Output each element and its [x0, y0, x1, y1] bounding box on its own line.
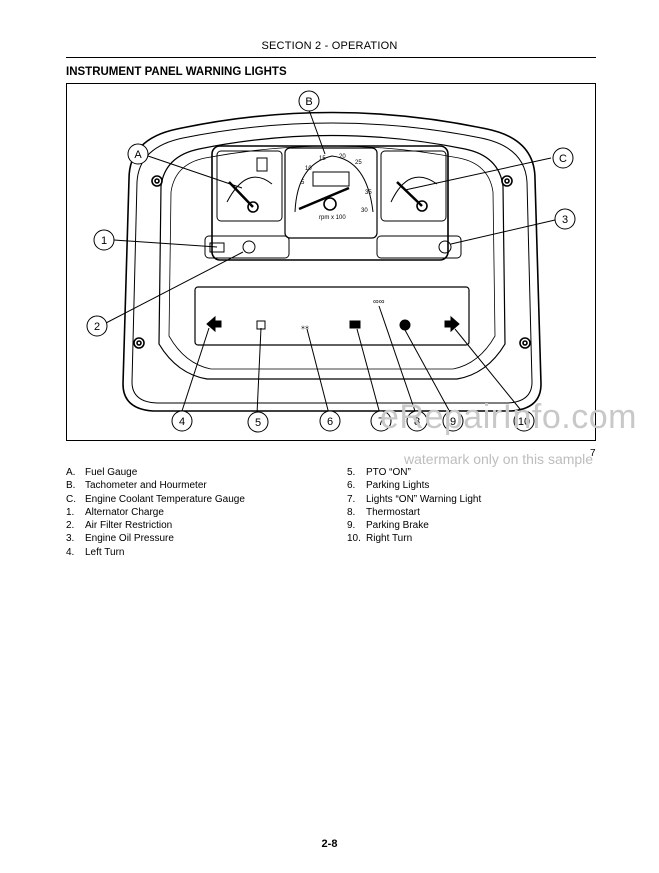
- callout-1-label: 1: [101, 235, 107, 247]
- legend-label: Thermostart: [366, 506, 420, 518]
- legend-item-2: 2. Air Filter Restriction: [66, 519, 245, 532]
- callout-6: [319, 410, 341, 432]
- legend-code: 7.: [347, 493, 356, 505]
- legend-code: 1.: [66, 506, 75, 518]
- legend-code: 10.: [347, 533, 361, 545]
- legend-item-9: 9. Parking Brake: [347, 519, 481, 532]
- legend-label: Air Filter Restriction: [85, 520, 173, 532]
- right-turn-icon: [444, 315, 460, 333]
- legend-item-7: 7. Lights “ON” Warning Light: [347, 493, 481, 506]
- legend-item-1: 1. Alternator Charge: [66, 506, 245, 519]
- legend-label: Left Turn: [85, 546, 125, 558]
- legend-item-4: 4. Left Turn: [66, 546, 245, 559]
- callout-b-label: B: [305, 96, 312, 108]
- legend-code: C.: [66, 493, 76, 505]
- panel-title: INSTRUMENT PANEL WARNING LIGHTS: [66, 66, 287, 78]
- tach-tick-25: 25: [355, 160, 362, 166]
- callout-5-label: 5: [255, 417, 261, 429]
- callout-5: [247, 411, 269, 433]
- thermostart-icon: ∞∞: [373, 297, 385, 306]
- section-header: SECTION 2 - OPERATION: [261, 40, 398, 52]
- legend-code: 6.: [347, 480, 356, 492]
- tach-tick-35: 35: [365, 190, 372, 196]
- legend-code: B.: [66, 480, 76, 492]
- legend-left: A.Fuel Gauge B.Tachometer and Hourmeter …: [66, 466, 245, 559]
- legend-right: 5. PTO “ON” 6. Parking Lights 7. Lights “ON…: [347, 466, 481, 546]
- callout-9: [442, 410, 464, 432]
- callout-3: [554, 208, 576, 230]
- tach-tick-30: 30: [361, 208, 368, 214]
- callout-7: [370, 410, 392, 432]
- callout-a: [127, 143, 149, 165]
- callout-6-label: 6: [327, 416, 333, 428]
- legend-item-3: 3. Engine Oil Pressure: [66, 532, 245, 545]
- instrument-panel-figure: 5 10 15 20 25 30 35 rpm x 100 ⁎⁎ ∞∞: [66, 83, 596, 441]
- callout-c-label: C: [559, 153, 567, 165]
- tach-tick-20: 20: [339, 154, 346, 160]
- legend-code: 8.: [347, 506, 356, 518]
- tach-tick-5: 5: [301, 180, 305, 186]
- legend-label: PTO “ON”: [366, 467, 411, 478]
- battery-icon: [209, 242, 225, 253]
- legend-item-8: 8. Thermostart: [347, 506, 481, 519]
- header-rule: [66, 57, 596, 58]
- callout-c: [552, 147, 574, 169]
- callout-9-label: 9: [450, 416, 456, 428]
- tach-rpm-label: rpm x 100: [319, 215, 346, 221]
- callout-8: [406, 410, 428, 432]
- legend-item-5: 5. PTO “ON”: [347, 466, 481, 479]
- oil-pressure-icon: [438, 240, 452, 254]
- tach-tick-15: 15: [319, 156, 326, 162]
- legend-label: Fuel Gauge: [85, 467, 138, 478]
- legend-label: Parking Brake: [366, 520, 429, 532]
- callout-8-label: 8: [414, 416, 420, 428]
- callout-2: [86, 315, 108, 337]
- parking-brake-icon: [399, 319, 411, 331]
- legend-code: 4.: [66, 546, 75, 558]
- callout-7-label: 7: [378, 416, 384, 428]
- callout-2-label: 2: [94, 321, 100, 333]
- legend-item-6: 6. Parking Lights: [347, 479, 481, 492]
- legend-label: Tachometer and Hourmeter: [85, 480, 207, 492]
- legend-item-a: A. Fuel Gauge: [66, 466, 245, 479]
- legend-label: Lights “ON” Warning Light: [366, 493, 482, 505]
- left-turn-icon: [206, 315, 222, 333]
- callout-4-label: 4: [179, 416, 185, 428]
- headlights-icon: [349, 320, 361, 329]
- legend-label: Alternator Charge: [85, 506, 164, 518]
- legend-code: 9.: [347, 520, 356, 532]
- air-filter-icon: [242, 240, 256, 254]
- legend-item-10: 10. Right Turn: [347, 532, 481, 545]
- legend-item-b: B. Tachometer and Hourmeter: [66, 479, 245, 492]
- callout-4: [171, 410, 193, 432]
- legend-code: 3.: [66, 533, 75, 545]
- pto-icon: [256, 320, 266, 330]
- callout-a-label: A: [134, 149, 142, 161]
- callout-1: [93, 229, 115, 251]
- callout-10: [513, 410, 535, 432]
- legend-label: Right Turn: [366, 533, 413, 545]
- callout-b: [298, 90, 320, 112]
- page-number: 2-8: [321, 838, 338, 850]
- legend-label: Engine Coolant Temperature Gauge: [85, 493, 245, 505]
- legend-item-c: C. Engine Coolant Temperature Gauge: [66, 493, 245, 506]
- instrument-panel-drawing: 5 10 15 20 25 30 35 rpm x 100 ⁎⁎ ∞∞: [86, 90, 576, 433]
- tach-tick-10: 10: [305, 166, 312, 172]
- legend-code: 5.: [347, 467, 356, 478]
- legend-code: 2.: [66, 520, 75, 532]
- legend-code: A.: [66, 467, 76, 478]
- watermark-note: watermark only on this sample: [404, 451, 594, 467]
- watermark-site: eRepairInfo.com: [380, 398, 637, 436]
- figure-number: 7: [590, 448, 596, 459]
- parking-lights-icon: ⁎⁎: [301, 322, 309, 331]
- callout-3-label: 3: [562, 214, 568, 226]
- legend-label: Parking Lights: [366, 480, 430, 492]
- legend-label: Engine Oil Pressure: [85, 533, 174, 545]
- callout-10-label: 10: [518, 416, 530, 428]
